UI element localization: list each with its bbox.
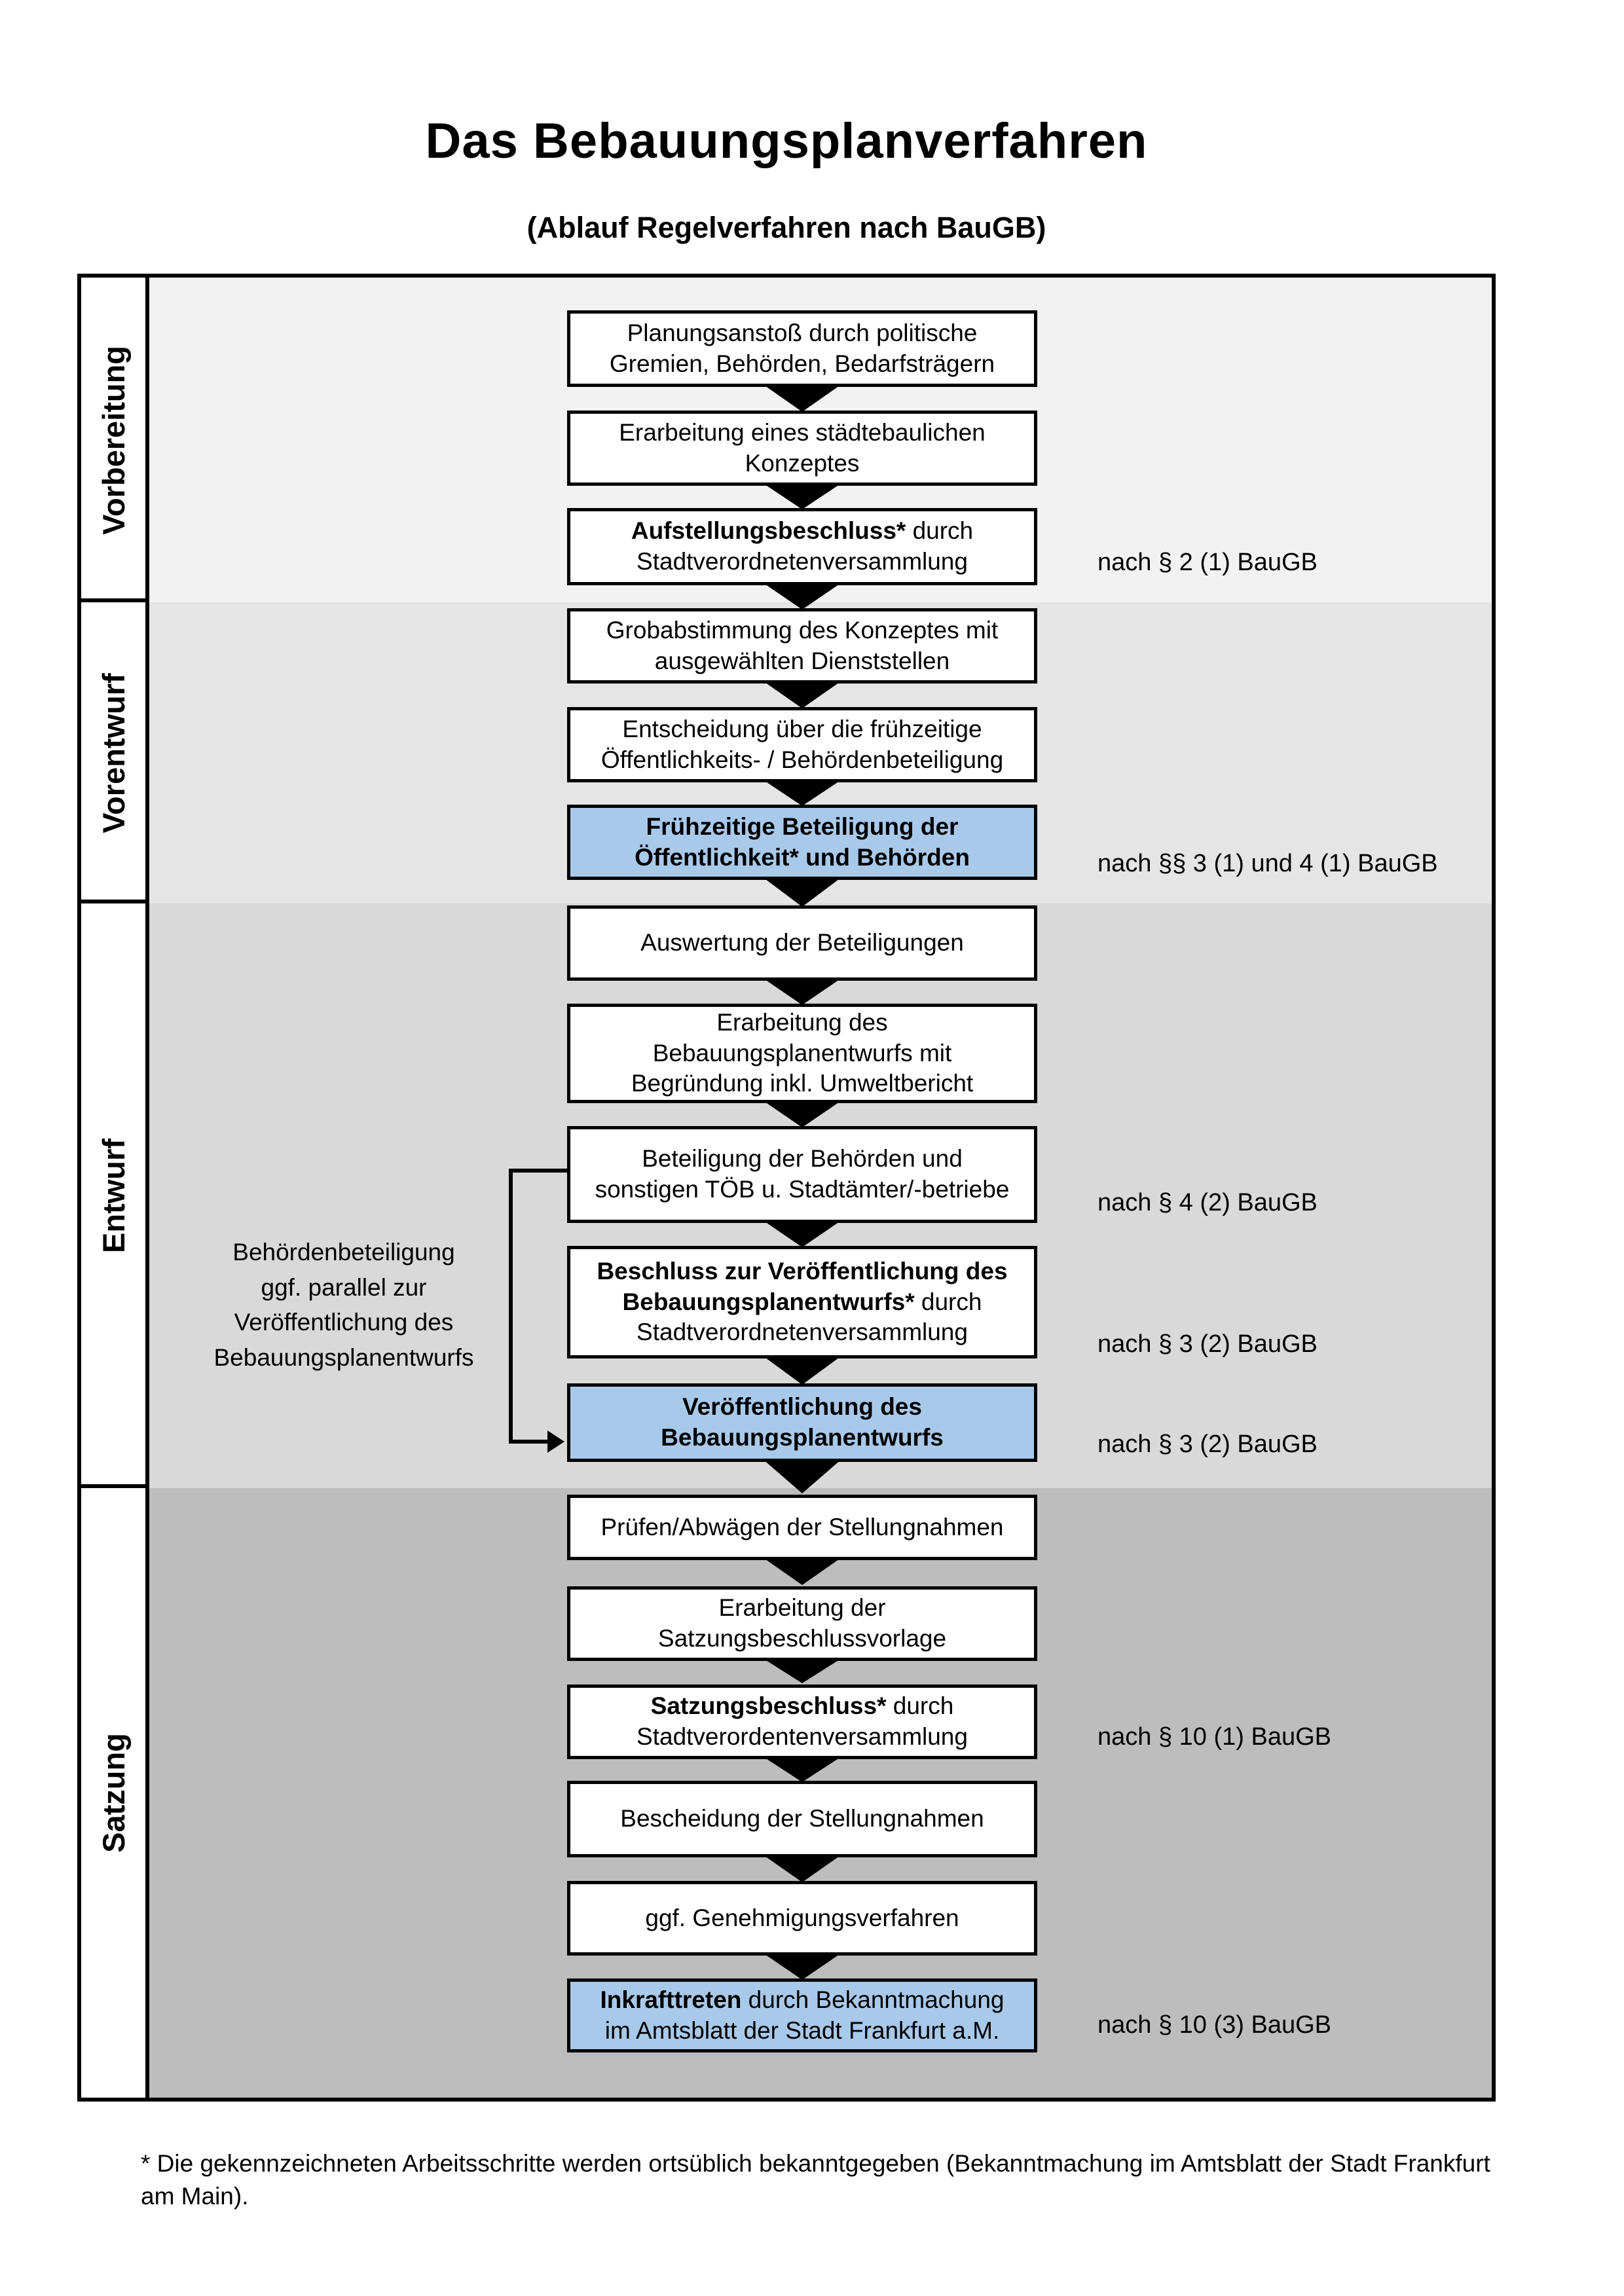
flow-box-fruehzeitige-beteiligung: Frühzeitige Beteiligung der Öffentlichke… <box>567 805 1037 880</box>
down-arrow-icon <box>763 1101 841 1127</box>
box-text: Erarbeitung der <box>718 1594 886 1622</box>
box-text: Stadtverordentenversammlung <box>637 1723 968 1750</box>
footnote: * Die gekennzeichneten Arbeitsschritte w… <box>141 2150 1490 2210</box>
flow-box-behoerdenbeteiligung: Beteiligung der Behörden und sonstigen T… <box>567 1126 1037 1223</box>
box-text: Bebauungsplanentwurfs mit <box>652 1039 952 1066</box>
box-text: Öffentlichkeits- / Behördenbeteiligung <box>600 746 1004 773</box>
box-text: Entscheidung über die frühzeitige <box>622 715 982 742</box>
down-arrow-icon <box>763 978 841 1005</box>
connector-line <box>509 1440 549 1444</box>
box-text: ausgewählten Dienststellen <box>654 647 950 674</box>
side-note-line: Bebauungsplanentwurfs <box>213 1343 474 1371</box>
down-arrow-icon <box>763 1356 841 1385</box>
flow-box-entscheidung-beteiligung: Entscheidung über die frühzeitige Öffent… <box>567 707 1037 782</box>
box-text: Auswertung der Beteiligungen <box>640 929 964 957</box>
down-arrow-icon <box>763 780 841 806</box>
flow-box-bescheidung: Bescheidung der Stellungnahmen <box>567 1781 1037 1857</box>
box-text: Satzungsbeschluss* <box>650 1692 887 1720</box>
phase-label-vorentwurf: Vorentwurf <box>77 602 149 903</box>
legal-ref: nach § 10 (1) BauGB <box>1098 1723 1331 1751</box>
box-text: Erarbeitung des <box>716 1009 888 1036</box>
down-arrow-icon <box>763 583 841 610</box>
down-arrow-icon <box>763 681 841 708</box>
legal-ref: nach § 10 (3) BauGB <box>1098 2011 1331 2039</box>
side-note-line: Veröffentlichung des <box>234 1309 454 1336</box>
box-text: Beschluss zur Veröffentlichung des <box>597 1258 1008 1285</box>
phase-label-text: Vorentwurf <box>96 672 131 833</box>
phase-label-text: Vorbereitung <box>96 345 131 535</box>
page-title: Das Bebauungsplanverfahren <box>425 113 1148 169</box>
box-text: im Amtsblatt der Stadt Frankfurt a.M. <box>604 2016 1000 2044</box>
box-text: Erarbeitung eines städtebaulichen <box>619 418 986 446</box>
down-arrow-icon <box>763 384 841 412</box>
side-note: Behördenbeteiligung ggf. parallel zur Ve… <box>180 1235 507 1376</box>
box-text: Stadtverordnetenversammlung <box>637 548 968 575</box>
box-text: Inkrafttreten <box>600 1986 742 2013</box>
flow-box-veroeffentlichung: Veröffentlichung des Bebauungsplanentwur… <box>567 1383 1037 1462</box>
box-text: Bebauungsplanentwurfs* <box>622 1288 915 1315</box>
phase-divider <box>77 1484 149 1488</box>
box-text: Satzungsbeschlussvorlage <box>657 1625 947 1652</box>
box-text: Frühzeitige Beteiligung der <box>646 812 959 840</box>
down-arrow-icon <box>763 1855 841 1882</box>
box-text: Veröffentlichung des <box>682 1393 922 1421</box>
side-note-line: Behördenbeteiligung <box>232 1239 455 1266</box>
side-note-line: ggf. parallel zur <box>261 1273 427 1301</box>
phase-label-entwurf: Entwurf <box>77 903 149 1488</box>
connector-line <box>509 1169 567 1173</box>
phase-label-vorbereitung: Vorbereitung <box>77 278 149 602</box>
down-arrow-icon <box>763 877 841 907</box>
flow-box-aufstellungsbeschluss: Aufstellungsbeschluss* durch Stadtverord… <box>567 508 1037 585</box>
down-arrow-icon <box>763 1459 841 1493</box>
flow-box-pruefen-abwaegen: Prüfen/Abwägen der Stellungnahmen <box>567 1495 1037 1560</box>
box-text: Bebauungsplanentwurfs <box>661 1424 944 1451</box>
legal-ref: nach § 4 (2) BauGB <box>1098 1189 1318 1216</box>
box-text: Grobabstimmung des Konzeptes mit <box>606 616 999 644</box>
legal-ref: nach § 2 (1) BauGB <box>1098 549 1318 576</box>
page-subtitle: (Ablauf Regelverfahren nach BauGB) <box>526 211 1046 244</box>
flow-box-satzungsbeschlussvorlage: Erarbeitung der Satzungsbeschlussvorlage <box>567 1586 1037 1661</box>
box-text: durch Bekanntmachung <box>741 1986 1005 2013</box>
connector-line <box>509 1169 513 1444</box>
box-text: Prüfen/Abwägen der Stellungnahmen <box>600 1513 1004 1540</box>
box-text: ggf. Genehmigungsverfahren <box>645 1904 959 1931</box>
connector-arrowhead-icon <box>547 1430 564 1453</box>
phase-divider <box>77 900 149 903</box>
box-text: durch <box>906 517 974 545</box>
phase-label-text: Entwurf <box>96 1139 131 1253</box>
box-text: Aufstellungsbeschluss* <box>631 517 906 545</box>
down-arrow-icon <box>763 1558 841 1585</box>
box-text: Konzeptes <box>745 449 860 477</box>
legal-ref: nach §§ 3 (1) und 4 (1) BauGB <box>1098 850 1438 877</box>
box-text: Stadtverordnetenversammlung <box>637 1319 968 1346</box>
box-text: durch <box>886 1692 954 1720</box>
box-text: Öffentlichkeit* und Behörden <box>635 843 970 871</box>
flow-box-planungsanstoss: Planungsanstoß durch politische Gremien,… <box>567 310 1037 387</box>
down-arrow-icon <box>763 1757 841 1782</box>
box-text: Gremien, Behörden, Bedarfsträgern <box>609 350 995 377</box>
flow-box-inkrafttreten: Inkrafttreten durch Bekanntmachung im Am… <box>567 1978 1037 2052</box>
down-arrow-icon <box>763 483 841 509</box>
down-arrow-icon <box>763 1220 841 1247</box>
box-text: Beteiligung der Behörden und <box>642 1145 963 1173</box>
flow-box-konzept: Erarbeitung eines städtebaulichen Konzep… <box>567 410 1037 486</box>
flow-box-genehmigungsverfahren: ggf. Genehmigungsverfahren <box>567 1881 1037 1956</box>
flow-box-auswertung: Auswertung der Beteiligungen <box>567 905 1037 981</box>
flow-box-grobabstimmung: Grobabstimmung des Konzeptes mit ausgewä… <box>567 608 1037 683</box>
legal-ref: nach § 3 (2) BauGB <box>1098 1330 1318 1358</box>
box-text: Planungsanstoß durch politische <box>627 319 978 346</box>
legal-ref: nach § 3 (2) BauGB <box>1098 1430 1318 1458</box>
flow-box-erarbeitung-entwurf: Erarbeitung des Bebauungsplanentwurfs mi… <box>567 1004 1037 1103</box>
flow-box-satzungsbeschluss: Satzungsbeschluss* durch Stadtverordente… <box>567 1685 1037 1759</box>
box-text: durch <box>914 1288 982 1315</box>
flow-box-beschluss-veroeffentlichung: Beschluss zur Veröffentlichung des Bebau… <box>567 1246 1037 1358</box>
box-text: sonstigen TÖB u. Stadtämter/-betriebe <box>595 1176 1010 1203</box>
phase-label-satzung: Satzung <box>77 1488 149 2098</box>
phase-label-text: Satzung <box>96 1733 131 1853</box>
down-arrow-icon <box>763 1953 841 1980</box>
down-arrow-icon <box>763 1658 841 1683</box>
box-text: Bescheidung der Stellungnahmen <box>620 1805 984 1832</box>
box-text: Begründung inkl. Umweltbericht <box>631 1070 974 1097</box>
phase-divider <box>77 598 149 602</box>
